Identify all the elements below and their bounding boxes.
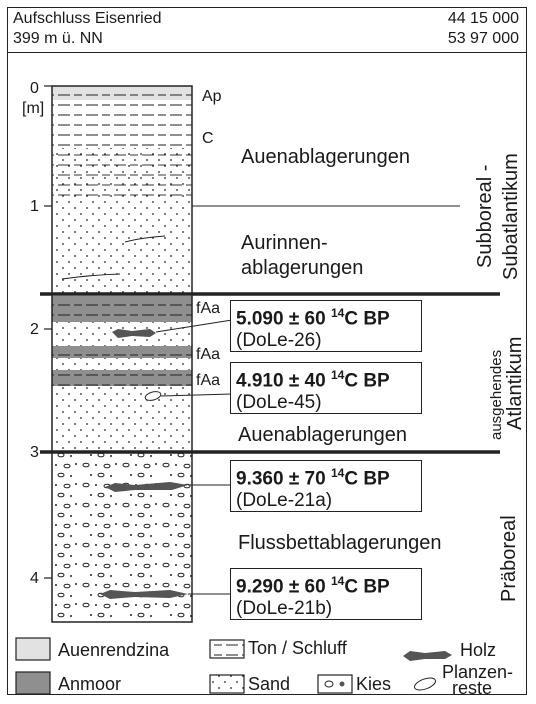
horizon-faa-3: fAa [196,372,221,389]
header: Aufschluss Eisenried 399 m ü. NN 44 15 0… [7,7,527,53]
legend-swatch-kies [317,674,353,694]
layer-sand-mid [52,386,192,452]
date-lab-id: (DoLe-21b) [236,598,333,620]
date-unit: C BP [344,370,390,392]
channel-line-1 [124,235,166,243]
date-box-dole-21a: 9.360 ± 70 14C BP (DoLe-21a) [230,460,422,512]
coord-right: 44 15 000 [447,10,519,27]
horizon-c: C [202,130,214,147]
period-atlantikum-2: Atlantikum [504,336,526,430]
site-elevation: 399 m ü. NN [13,30,103,47]
unit-auenablagerungen-top: Auenablagerungen [241,146,411,168]
date-isotope: 14 [330,574,345,588]
period-subboreal-1: Subboreal - [474,164,496,268]
date-isotope: 14 [330,368,345,382]
date-unit: C BP [344,576,390,598]
holz-3 [100,590,188,599]
date-unit: C BP [344,308,390,330]
date-age: 9.290 ± 60 [236,576,326,598]
unit-auenablagerungen-mid: Auenablagerungen [238,424,408,446]
date-lab-id: (DoLe-21a) [236,490,333,512]
horizon-faa-2: fAa [196,346,221,363]
tick-1: 1 [30,198,39,215]
holz-2 [105,482,188,492]
legend-auenrendzina: Auenrendzina [58,640,170,660]
date-lab-id: (DoLe-26) [236,330,322,352]
legend-sand: Sand [248,674,291,694]
tick-3: 3 [30,444,39,461]
legend-swatch-leaf [414,677,436,691]
period-subboreal-2: Subatlantikum [500,153,522,280]
legend-swatch-anmoor [15,671,51,695]
legend-ton: Ton / Schluff [248,638,347,658]
date-age: 9.360 ± 70 [236,468,326,490]
legend-anmoor: Anmoor [58,674,122,694]
unit-label: [m] [22,100,45,117]
legend-kies: Kies [356,674,392,694]
legend-swatch-ton [209,639,245,659]
date-isotope: 14 [330,306,345,320]
channel-line-2 [61,273,121,280]
date-unit: C BP [344,468,390,490]
unit-aurinnen-2: ablagerungen [241,257,364,279]
tick-2: 2 [30,321,39,338]
date-box-dole-21b: 9.290 ± 60 14C BP (DoLe-21b) [230,568,422,620]
site-name: Aufschluss Eisenried [13,10,162,27]
period-praeboreal: Präboreal [498,515,520,602]
legend-swatch-sand [209,674,245,694]
figure-frame [7,7,527,695]
period-atlantikum-1: ausgehendes [488,349,505,440]
legend-swatch-auenrendzina [15,637,51,661]
legend-holz: Holz [460,640,497,660]
horizon-faa-1: fAa [196,300,221,317]
unit-flussbett: Flussbettablagerungen [238,532,442,554]
tick-0: 0 [30,80,39,97]
coord-height: 53 97 000 [447,30,519,47]
date-age: 4.910 ± 40 [236,370,326,392]
date-box-dole-26: 5.090 ± 60 14C BP (DoLe-26) [230,300,422,352]
date-age: 5.090 ± 60 [236,308,326,330]
date-lab-id: (DoLe-45) [236,392,322,414]
legend-swatch-holz [403,651,452,661]
legend-pflanz-1: Planzen- [442,662,514,682]
tick-4: 4 [30,570,39,587]
horizon-ap: Ap [202,88,222,105]
unit-aurinnen-1: Aurinnen- [241,232,328,254]
date-isotope: 14 [330,466,345,480]
leaf-icon [144,391,162,401]
holz-1 [112,329,156,338]
date-box-dole-45: 4.910 ± 40 14C BP (DoLe-45) [230,362,422,414]
legend-pflanz-2: reste [452,678,493,698]
